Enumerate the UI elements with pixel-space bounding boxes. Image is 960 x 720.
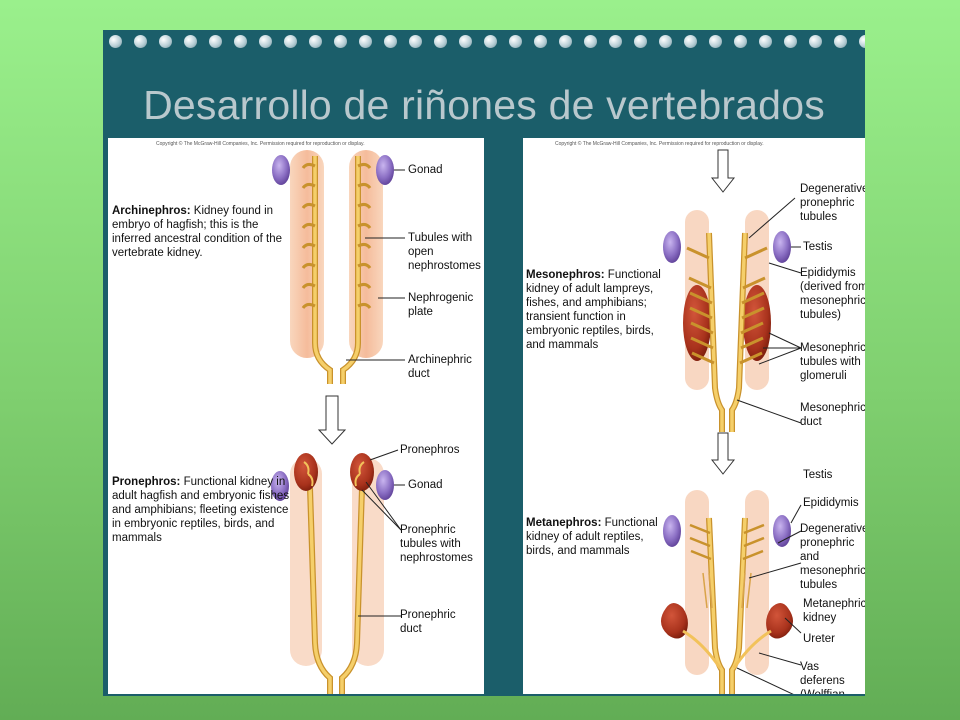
archinephros-description: Archinephros: Kidney found in embryo of …	[112, 205, 283, 259]
arrow-down-icon-top	[710, 149, 736, 193]
slide-title: Desarrollo de riñones de vertebrados	[143, 82, 825, 128]
testis-left	[663, 231, 681, 263]
metanephros-description: Metanephros: Functional kidney of adult …	[526, 517, 658, 557]
mesonephros-description: Mesonephros: Functional kidney of adult …	[526, 269, 661, 351]
label-pronephric-duct: Pronephric duct	[400, 609, 456, 635]
pronephros-description: Pronephros: Functional kidney in adult h…	[112, 476, 290, 544]
border-dot	[384, 35, 397, 48]
nephrogenic-plate-left	[290, 150, 324, 358]
border-dot	[259, 35, 272, 48]
mesonephric-tubules	[686, 246, 768, 365]
label-metanephros-testis: Testis	[803, 469, 833, 481]
label-metanephric-kidney: Metanephric kidney	[803, 598, 865, 624]
border-dot	[684, 35, 697, 48]
pronephros-diagram	[271, 449, 405, 694]
label-nephrogenic-plate: Nephrogenic plate	[408, 292, 474, 318]
border-dot	[109, 35, 122, 48]
gonad-right	[376, 155, 394, 185]
label-pronephros-gonad: Gonad	[408, 479, 443, 491]
border-dot	[284, 35, 297, 48]
panel-mesonephros-metanephros: Copyright © The McGraw-Hill Companies, I…	[523, 138, 865, 694]
label-pronephric-tubules: Pronephric tubules with nephrostomes	[400, 524, 473, 564]
border-dot	[159, 35, 172, 48]
dot-border	[103, 30, 865, 56]
label-tubules-open-nephrostomes: Tubules with open nephrostomes	[408, 232, 481, 272]
border-dot	[809, 35, 822, 48]
label-archinephric-duct: Archinephric duct	[408, 354, 472, 380]
border-dot	[734, 35, 747, 48]
border-dot	[334, 35, 347, 48]
mesonephros-kidney-right	[743, 285, 771, 361]
border-dot	[459, 35, 472, 48]
gonad-left	[272, 155, 290, 185]
metanephros-testis-left	[663, 515, 681, 547]
border-dot	[859, 35, 865, 48]
border-dot	[409, 35, 422, 48]
label-mesonephric-tubules: Mesonephric tubules with glomeruli	[800, 342, 865, 382]
slide: Desarrollo de riñones de vertebrados Cop…	[103, 30, 865, 696]
border-dot	[209, 35, 222, 48]
border-dot	[834, 35, 847, 48]
panel-archinephros-pronephros: Copyright © The McGraw-Hill Companies, I…	[108, 138, 484, 694]
pronephros-gonad-right	[376, 470, 394, 500]
border-dot	[634, 35, 647, 48]
nephrogenic-plate-right	[349, 150, 383, 358]
border-dot	[609, 35, 622, 48]
label-degenerative-pronephric-tubules: Degenerative pronephric tubules	[800, 183, 865, 223]
label-gonad: Gonad	[408, 164, 443, 176]
metanephros-testis-right	[773, 515, 791, 547]
diagram-right	[660, 149, 802, 694]
metanephros-diagram	[660, 490, 802, 694]
border-dot	[434, 35, 447, 48]
arrow-down-icon-mid	[710, 432, 736, 475]
border-dot	[709, 35, 722, 48]
pronephros-right	[350, 453, 374, 491]
border-dot	[759, 35, 772, 48]
border-dot	[134, 35, 147, 48]
label-metanephros-epididymis: Epididymis	[803, 497, 859, 509]
metanephric-kidney-left	[660, 603, 688, 639]
border-dot	[559, 35, 572, 48]
label-pronephros: Pronephros	[400, 444, 460, 456]
arrow-down-icon-left	[317, 395, 347, 445]
mesonephros-kidney-left	[683, 285, 711, 361]
archinephric-tubules	[301, 162, 372, 309]
ureters	[682, 629, 772, 669]
pronephros-left	[294, 453, 318, 491]
diagram-left	[271, 150, 405, 694]
border-dot	[659, 35, 672, 48]
label-degenerative-tubules: Degenerative pronephric and mesonephric …	[800, 523, 865, 591]
border-dot	[309, 35, 322, 48]
pronephros-gonad-left	[271, 471, 289, 501]
border-dot	[534, 35, 547, 48]
label-ureter: Ureter	[803, 633, 835, 645]
border-dot	[234, 35, 247, 48]
mesonephros-diagram	[663, 197, 802, 432]
border-dot	[484, 35, 497, 48]
copyright-note-right: Copyright © The McGraw-Hill Companies, I…	[555, 141, 764, 147]
label-epididymis-mesonephric: Epididymis (derived from mesonephric tub…	[800, 267, 865, 321]
label-mesonephric-duct: Mesonephric duct	[800, 402, 865, 428]
border-dot	[784, 35, 797, 48]
testis-right	[773, 231, 791, 263]
label-testis: Testis	[803, 241, 833, 253]
archinephros-diagram	[272, 150, 405, 384]
border-dot	[184, 35, 197, 48]
border-dot	[584, 35, 597, 48]
border-dot	[509, 35, 522, 48]
border-dot	[359, 35, 372, 48]
metanephric-kidney-right	[766, 603, 794, 639]
copyright-note: Copyright © The McGraw-Hill Companies, I…	[156, 141, 365, 147]
label-vas-deferens: Vas deferens (Wolffian duct)	[800, 661, 845, 694]
